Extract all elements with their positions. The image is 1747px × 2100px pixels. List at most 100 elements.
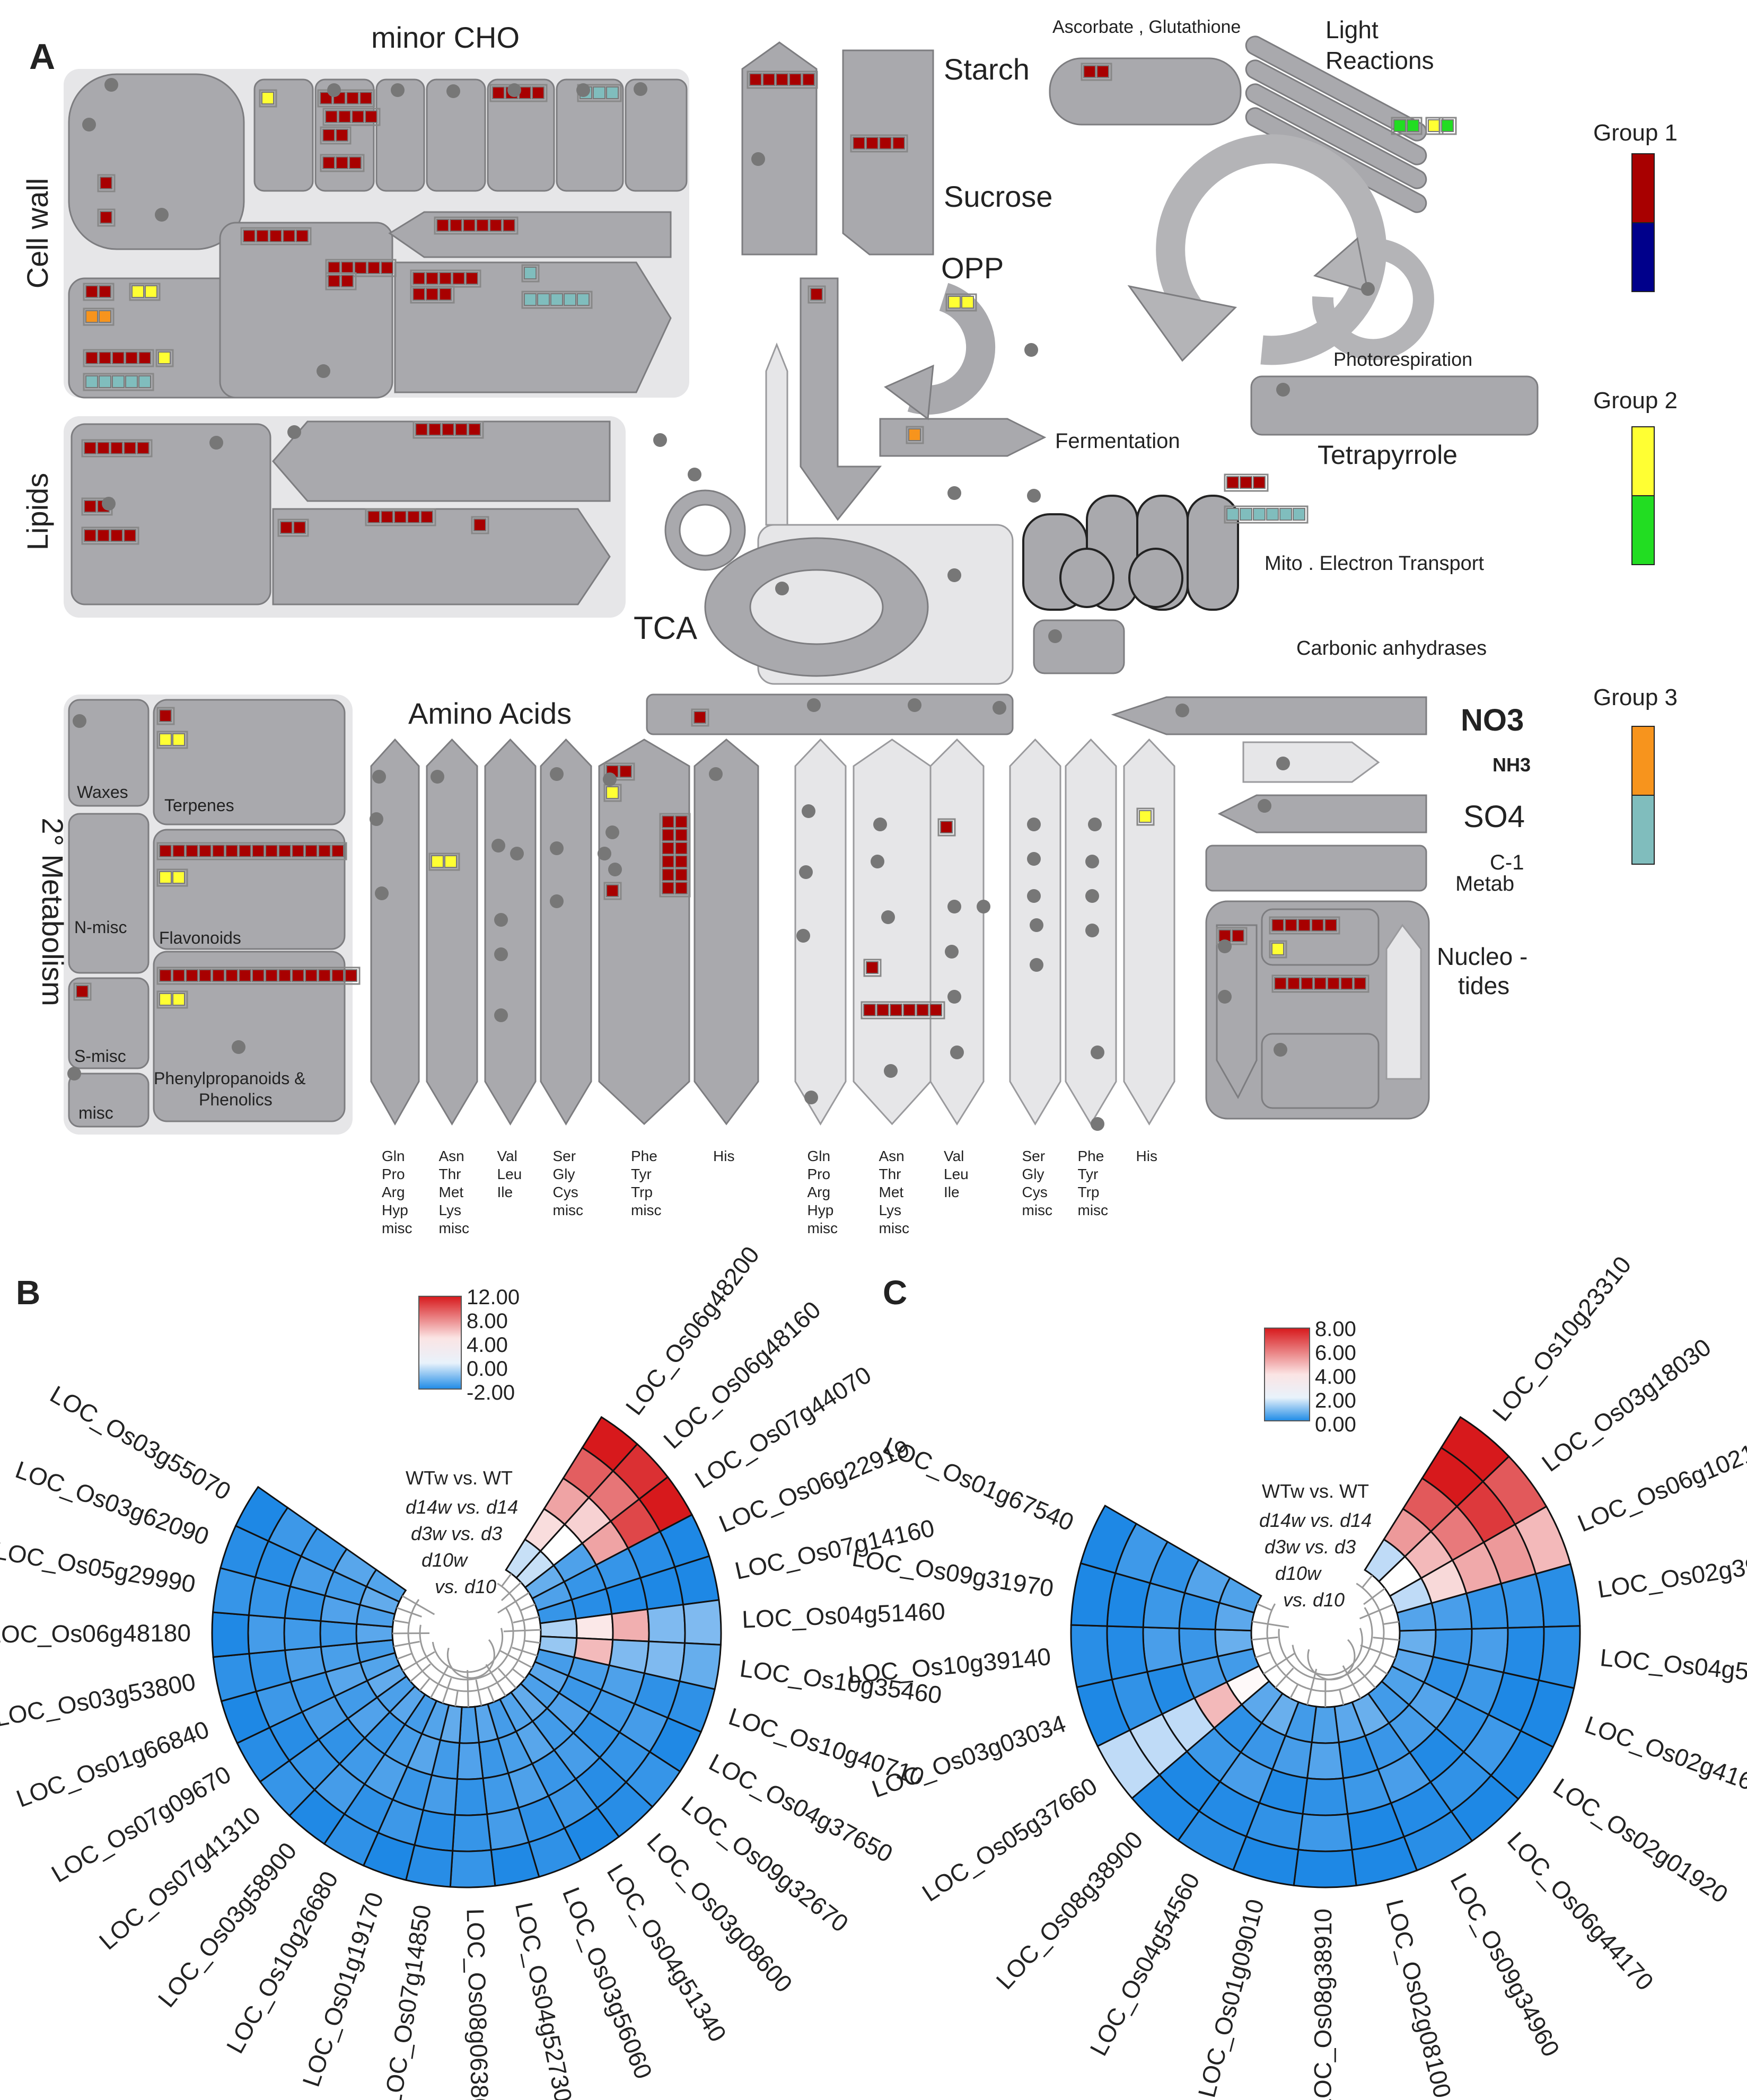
- metabolite-dot: [1030, 958, 1043, 972]
- gene-cell: [328, 275, 340, 287]
- heatmap-c-tree-branch: [1252, 1620, 1289, 1628]
- label-mito-et: Mito . Electron Transport: [1265, 552, 1484, 575]
- gene-cell: [892, 137, 905, 150]
- label-phenolics: Phenolics: [199, 1090, 273, 1109]
- heatmap-b-cell: [459, 1706, 480, 1744]
- circular-heatmap-c: C LOC_Os10g23310LOC_Os03g18030LOC_Os06g1…: [847, 1251, 1747, 2100]
- metabolite-dot: [993, 701, 1006, 715]
- gene-cell: [186, 845, 198, 857]
- metabolite-dot: [576, 83, 590, 97]
- ascorbate-shape: [1049, 57, 1242, 126]
- gene-block-frame: [603, 762, 635, 781]
- gene-cell: [412, 288, 425, 301]
- gene-cell: [866, 961, 879, 974]
- heatmap-b-cell: [319, 1620, 358, 1648]
- gene-block-frame: [410, 285, 455, 304]
- gene-cell: [292, 969, 304, 982]
- metabolite-dot: [287, 425, 301, 439]
- gene-block-frame: [83, 307, 115, 326]
- minor-cho-box-5: [487, 78, 555, 192]
- heatmap-b-rings: [211, 1416, 722, 1888]
- gene-cell: [1232, 929, 1244, 942]
- label-starch: Starch: [944, 52, 1030, 86]
- gene-block-frame: [1271, 974, 1369, 993]
- metabolite-dot: [550, 767, 564, 781]
- metabolite-dot: [598, 847, 611, 860]
- minor-cho-box-6: [556, 78, 624, 192]
- gene-cell: [345, 969, 357, 982]
- tetrapyrrole-box: [1250, 375, 1539, 436]
- label-misc: misc: [78, 1103, 113, 1122]
- metabolite-dot: [1088, 818, 1102, 831]
- gene-cell: [473, 519, 486, 531]
- gene-cell: [890, 1004, 902, 1016]
- gene-cell: [407, 511, 420, 523]
- gene-block-frame: [1216, 927, 1248, 945]
- heatmap-b-tree-branch: [501, 1581, 522, 1601]
- label-nucleo: Nucleo -: [1437, 943, 1527, 970]
- label-phenylpropanoids: Phenylpropanoids &: [154, 1069, 305, 1088]
- heatmap-b-tree-branch: [397, 1653, 412, 1660]
- ring-label-b-2: d3w vs. d3: [411, 1523, 502, 1544]
- gene-cell: [278, 845, 291, 857]
- gene-block-frame: [412, 420, 484, 439]
- label-opp: OPP: [941, 251, 1004, 285]
- cellwall-arrow-upper: [388, 211, 672, 258]
- aa-column-dark-0: [370, 738, 420, 1126]
- gene-cell: [1327, 977, 1340, 990]
- ring-label-b-4: vs. d10: [435, 1576, 496, 1597]
- metabolite-dot: [653, 433, 667, 447]
- legend-group3-up: [1631, 726, 1655, 796]
- gene-cell: [252, 969, 265, 982]
- metabolite-dot: [375, 886, 389, 900]
- scale-c-tick-0: 8.00: [1315, 1317, 1356, 1341]
- gene-cell: [455, 423, 468, 436]
- metabolite-dots: [67, 78, 1375, 1131]
- gene-cell: [269, 230, 282, 242]
- gene-cell: [810, 288, 823, 301]
- gene-cell: [283, 230, 295, 242]
- gene-cell: [125, 375, 138, 388]
- phenylpropanoids-box: [153, 951, 346, 1122]
- calvin-cycle: [1156, 134, 1387, 365]
- gene-cell: [564, 293, 576, 306]
- heatmap-b-tree-branch: [524, 1640, 540, 1644]
- carbonic-box: [1033, 619, 1125, 674]
- gene-block-frame: [317, 89, 375, 108]
- gene-cell: [524, 293, 537, 306]
- gene-cell: [866, 137, 879, 150]
- gene-cell: [85, 352, 98, 364]
- gene-cell: [436, 219, 449, 232]
- gene-cell: [439, 272, 452, 285]
- heatmap-b-cell: [211, 1611, 250, 1658]
- heatmap-b-tree-branch: [501, 1573, 512, 1587]
- gene-cell: [159, 733, 172, 746]
- heatmap-b-cell: [247, 1614, 286, 1655]
- heatmap-b-tree-branch: [401, 1595, 435, 1615]
- metabolite-dot: [947, 486, 961, 500]
- gene-cell: [261, 92, 274, 104]
- gene-block-frame: [603, 882, 622, 900]
- gene-cell: [296, 230, 309, 242]
- heatmap-c-tree-arc: [1307, 1639, 1356, 1681]
- metabolite-dot: [1091, 1045, 1104, 1059]
- metabolite-dot: [1175, 704, 1189, 717]
- heatmap-c-dendrogram: [1251, 1575, 1400, 1708]
- heatmap-c-tree-branch: [1275, 1667, 1294, 1689]
- heatmap-b-tree-arc: [432, 1628, 504, 1673]
- gene-cell: [225, 969, 238, 982]
- gene-cell: [662, 815, 674, 828]
- scale-b-tick-0: 12.00: [467, 1286, 520, 1309]
- gene-cell: [903, 1004, 916, 1016]
- gene-cell: [1279, 508, 1292, 521]
- label-s-misc: S-misc: [74, 1047, 126, 1066]
- metabolite-dot: [947, 568, 961, 582]
- metabolite-dot: [908, 698, 921, 712]
- heatmap-b-gene-label: LOC_Os03g53800: [0, 1667, 198, 1732]
- heatmap-b-ring-legend: WTw vs. WT d14w vs. d14 d3w vs. d3 d10w …: [406, 1467, 518, 1597]
- gene-block-frame: [1224, 505, 1309, 524]
- ring-label-b-0: WTw vs. WT: [406, 1467, 513, 1489]
- gene-cell: [466, 272, 478, 285]
- gene-block-frame: [156, 990, 188, 1009]
